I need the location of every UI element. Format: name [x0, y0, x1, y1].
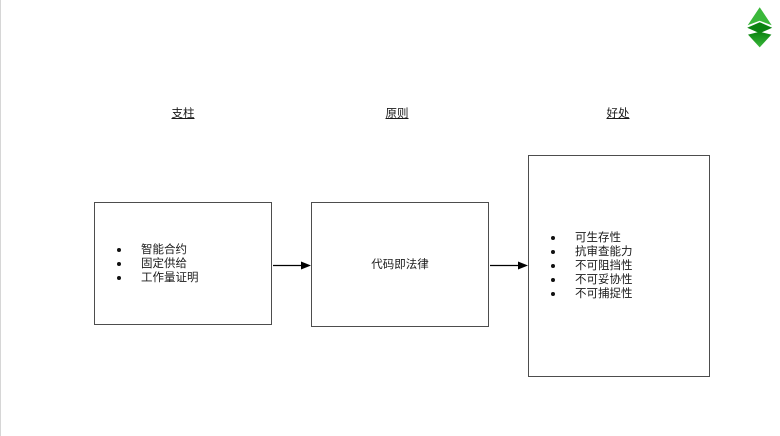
- bullet-icon: [551, 250, 555, 254]
- list-item: 固定供给: [117, 257, 199, 271]
- logo-top-triangle: [747, 7, 772, 26]
- list-item-label: 不可妥协性: [575, 274, 633, 286]
- bullet-icon: [117, 247, 121, 252]
- pillars-list: 智能合约 固定供给 工作量证明: [95, 243, 199, 285]
- bullet-icon: [551, 292, 555, 296]
- column-header-pillars: 支柱: [171, 108, 195, 120]
- list-item-label: 抗审查能力: [575, 246, 633, 258]
- benefits-box: 可生存性 抗审查能力 不可阻挡性 不可妥协性 不可捕捉性: [528, 155, 710, 377]
- list-item-label: 可生存性: [575, 232, 621, 244]
- ethereum-classic-logo-icon: [747, 7, 773, 48]
- pillars-box: 智能合约 固定供给 工作量证明: [94, 202, 272, 325]
- bullet-icon: [551, 236, 555, 240]
- principle-label: 代码即法律: [371, 258, 429, 271]
- list-item-label: 不可捕捉性: [575, 288, 633, 300]
- column-header-principles: 原则: [385, 108, 409, 120]
- bullet-icon: [551, 278, 555, 282]
- list-item: 不可捕捉性: [551, 287, 633, 301]
- list-item-label: 固定供给: [141, 257, 187, 270]
- list-item: 工作量证明: [117, 271, 199, 285]
- column-header-benefits: 好处: [606, 108, 630, 120]
- bullet-icon: [117, 261, 121, 266]
- list-item-label: 工作量证明: [141, 271, 199, 284]
- benefits-list: 可生存性 抗审查能力 不可阻挡性 不可妥协性 不可捕捉性: [529, 231, 633, 301]
- list-item: 智能合约: [117, 243, 199, 257]
- principle-box: 代码即法律: [311, 202, 489, 327]
- bullet-icon: [551, 264, 555, 268]
- logo-bottom-triangle: [748, 31, 772, 48]
- list-item: 可生存性: [551, 231, 633, 245]
- arrow-pillars-to-principle: [273, 261, 311, 270]
- arrow-principle-to-benefits: [490, 261, 528, 270]
- bullet-icon: [117, 275, 121, 280]
- logo-middle-diamond: [747, 22, 773, 34]
- list-item-label: 不可阻挡性: [575, 260, 633, 272]
- list-item: 不可妥协性: [551, 273, 633, 287]
- list-item-label: 智能合约: [141, 243, 187, 256]
- list-item: 抗审查能力: [551, 245, 633, 259]
- list-item: 不可阻挡性: [551, 259, 633, 273]
